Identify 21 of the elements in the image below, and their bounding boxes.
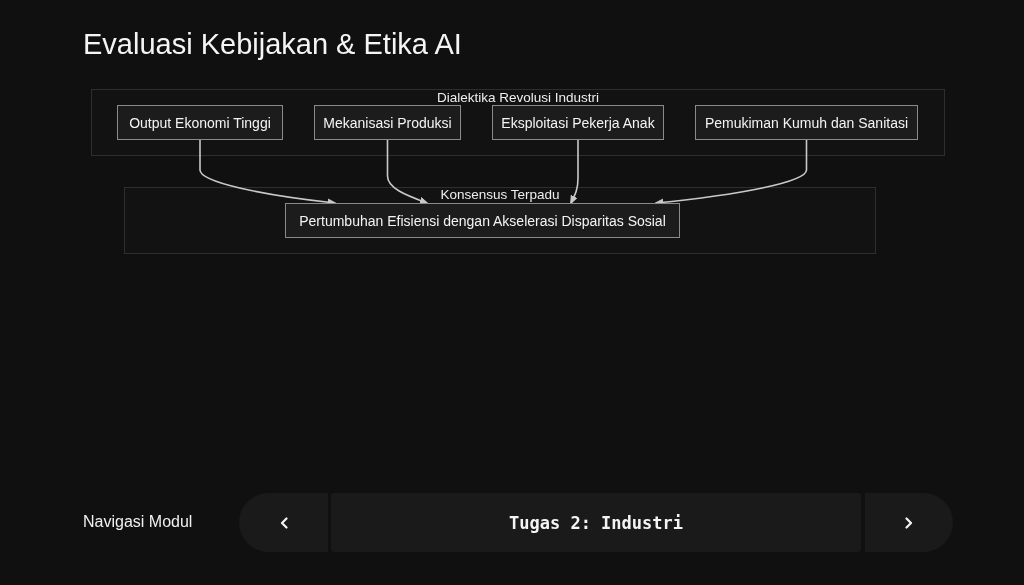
arrow: [570, 139, 579, 205]
process-box: [117, 105, 283, 140]
process-box: [695, 105, 918, 140]
group-heading: Konsensus Terpadu: [440, 188, 560, 202]
arrow: [199, 139, 337, 206]
group-frame: [124, 187, 876, 254]
node-label: Mekanisasi Produksi: [323, 114, 452, 131]
diagram-title: Evaluasi Kebijakan & Etika AI: [83, 27, 462, 62]
module-indicator: Tugas 2: Industri: [331, 493, 861, 552]
node-label: Pemukiman Kumuh dan Sanitasi: [704, 114, 909, 131]
group-frame: [91, 89, 945, 156]
group-heading: Dialektika Revolusi Industri: [436, 91, 600, 105]
node-label: Pertumbuhan Efisiensi dengan Akselerasi Disparitas Sosial: [299, 212, 666, 229]
arrow: [386, 139, 429, 204]
navigation-label: Navigasi Modul: [83, 513, 193, 531]
arrow: [654, 139, 808, 206]
node-label: Eksploitasi Pekerja Anak: [501, 114, 655, 131]
process-box: [285, 203, 680, 238]
node-label: Output Ekonomi Tinggi: [129, 114, 271, 131]
process-box: [492, 105, 664, 140]
process-box: [314, 105, 461, 140]
